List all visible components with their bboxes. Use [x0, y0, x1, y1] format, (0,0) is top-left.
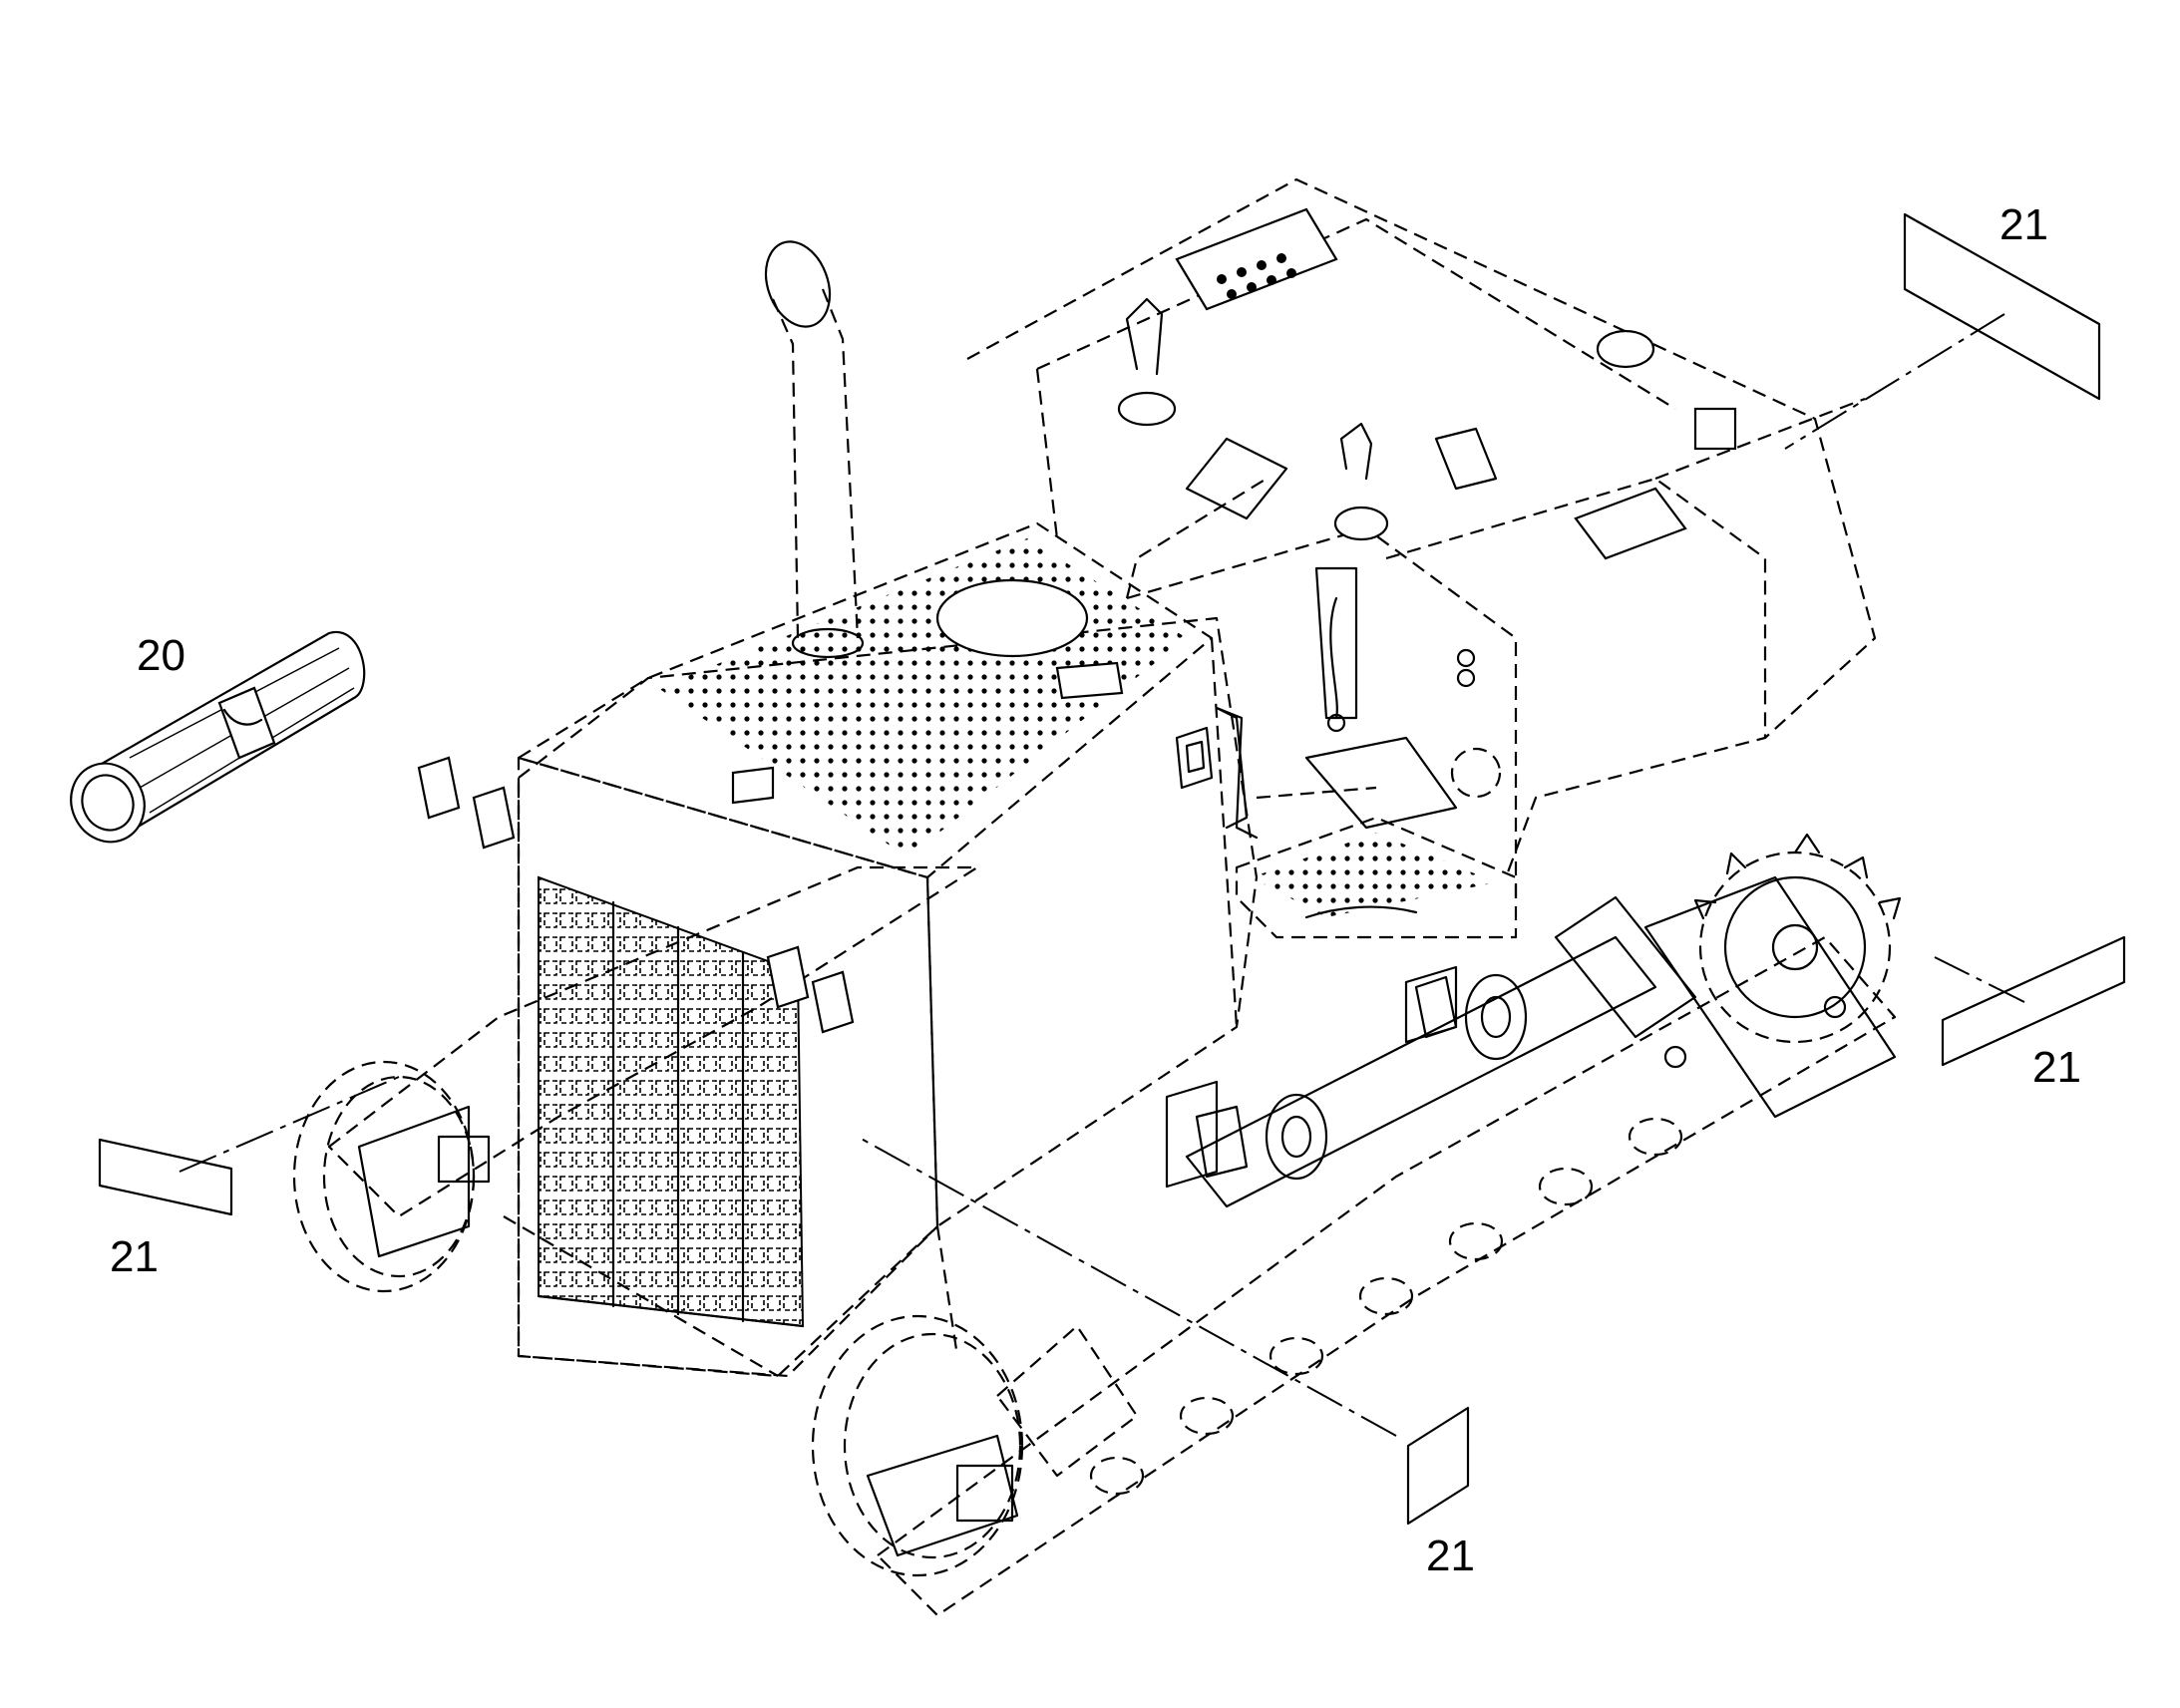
dozer-drawing — [292, 177, 1902, 1617]
callout-21-right: 21 — [2032, 1043, 2081, 1092]
decal-top-right — [1784, 212, 2101, 450]
exhaust-stack — [764, 240, 865, 659]
callout-21-top-right: 21 — [1999, 200, 2048, 249]
decal-bottom — [857, 1136, 1470, 1526]
callout-21-bottom: 21 — [1426, 1532, 1475, 1580]
callout-20: 20 — [137, 631, 185, 680]
callout-21-left: 21 — [110, 1232, 159, 1281]
manual-roll-item — [70, 630, 366, 844]
operator-station — [966, 177, 1877, 939]
decal-left — [98, 1076, 400, 1216]
engine-hood — [517, 521, 1249, 1227]
decal-right — [1934, 935, 2126, 1067]
left-track-frame — [292, 865, 979, 1293]
right-track-frame — [811, 833, 1902, 1617]
rear-brackets — [1165, 965, 1458, 1189]
radiator-grille — [417, 756, 939, 1378]
